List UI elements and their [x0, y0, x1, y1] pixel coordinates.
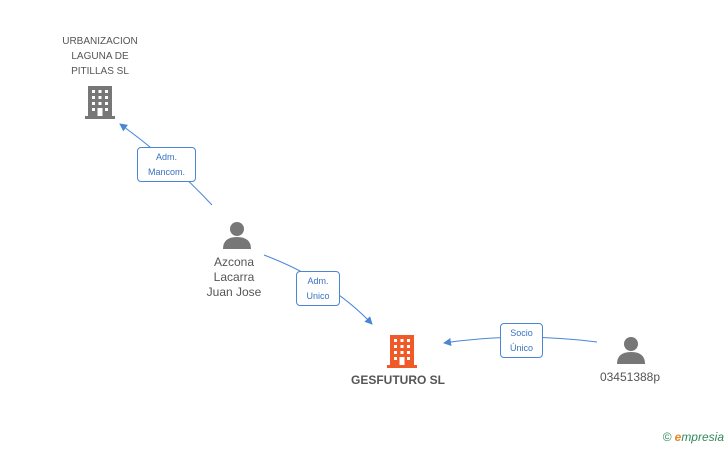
node-label-urbanizacion: URBANIZACION LAGUNA DE PITILLAS SL [62, 36, 138, 77]
building-icon[interactable] [386, 333, 418, 369]
person-icon[interactable] [616, 335, 646, 365]
edge-label-adm-mancom[interactable]: Adm. Mancom. [137, 147, 196, 182]
brand-e: e [674, 430, 682, 444]
node-label-holder: 03451388p [599, 370, 661, 384]
empresia-logo: ©empresia [663, 430, 724, 444]
brand-rest: mpresia [681, 430, 724, 444]
edge-label-adm-unico[interactable]: Adm. Unico [296, 271, 340, 306]
node-label-gesfuturo: GESFUTURO SL [350, 373, 445, 387]
building-icon[interactable] [84, 84, 116, 120]
person-icon[interactable] [222, 220, 252, 250]
edge-label-socio-unico[interactable]: Socio Único [500, 323, 543, 358]
node-label-azcona: Azcona Lacarra Juan Jose [206, 255, 262, 299]
copyright-symbol: © [662, 430, 672, 444]
